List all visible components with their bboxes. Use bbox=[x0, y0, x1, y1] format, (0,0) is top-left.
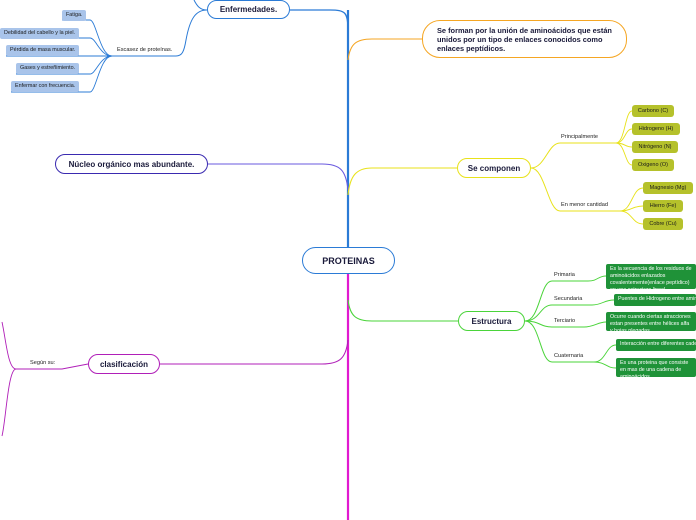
estructura-secundaria-label[interactable]: Secundaria bbox=[554, 296, 583, 302]
primaria-description[interactable]: Es la secuencia de los residuos de amino… bbox=[606, 264, 696, 289]
enfermedades-sub-label[interactable]: Escasez de proteínas. bbox=[117, 47, 173, 53]
enfermedades-leaf-fatiga[interactable]: Fatiga. bbox=[62, 10, 87, 21]
enfermedades-leaf-masa-muscular[interactable]: Pérdida de masa muscular. bbox=[6, 45, 80, 56]
element-oxigeno[interactable]: Oxigeno (O) bbox=[632, 159, 674, 171]
clasificacion-sub-label[interactable]: Según su: bbox=[30, 360, 56, 366]
estructura-terciario-label[interactable]: Terciario bbox=[554, 318, 576, 324]
cuaternaria-description-2[interactable]: Es una proteina que consiste en mas de u… bbox=[616, 358, 696, 377]
element-magnesio[interactable]: Magnesio (Mg) bbox=[643, 182, 693, 194]
branch-nucleo[interactable]: Núcleo orgánico mas abundante. bbox=[55, 154, 208, 174]
estructura-primaria-label[interactable]: Primaria bbox=[554, 272, 575, 278]
branch-definicion[interactable]: Se forman por la unión de aminoácidos qu… bbox=[422, 20, 627, 58]
branch-clasificacion[interactable]: clasificación bbox=[88, 354, 160, 374]
secundaria-description[interactable]: Puentes de Hidrogeno entre aminoácidos. bbox=[614, 294, 696, 306]
element-cobre[interactable]: Cobre (Cu) bbox=[643, 218, 683, 230]
definicion-text: Se forman por la unión de aminoácidos qu… bbox=[437, 26, 612, 53]
componen-menor-label[interactable]: En menor cantidad bbox=[561, 202, 608, 208]
element-nitrogeno[interactable]: Nitrógeno (N) bbox=[632, 141, 678, 153]
cuaternaria-description-1[interactable]: Interacción entre diferentes cadenas. bbox=[616, 339, 696, 351]
branch-enfermedades[interactable]: Enfermedades. bbox=[207, 0, 290, 19]
element-hidrogeno[interactable]: Hidrogeno (H) bbox=[632, 123, 680, 135]
componen-principal-label[interactable]: Principalmente bbox=[561, 134, 598, 140]
enfermedades-leaf-debilidad[interactable]: Debilidad del cabello y la piel. bbox=[0, 28, 80, 39]
branch-se-componen[interactable]: Se componen bbox=[457, 158, 531, 178]
element-hierro[interactable]: Hierro (Fe) bbox=[643, 200, 683, 212]
element-carbono[interactable]: Carbono (C) bbox=[632, 105, 674, 117]
central-topic[interactable]: PROTEINAS bbox=[302, 247, 395, 274]
terciario-description[interactable]: Ocurre cuando ciertas atracciones estan … bbox=[606, 312, 696, 331]
estructura-cuaternaria-label[interactable]: Cuaternaria bbox=[554, 353, 584, 359]
enfermedades-leaf-enfermar[interactable]: Enfermar con frecuencia. bbox=[11, 81, 80, 92]
branch-estructura[interactable]: Estructura bbox=[458, 311, 525, 331]
enfermedades-leaf-gases[interactable]: Gases y estreñimiento. bbox=[16, 63, 80, 74]
